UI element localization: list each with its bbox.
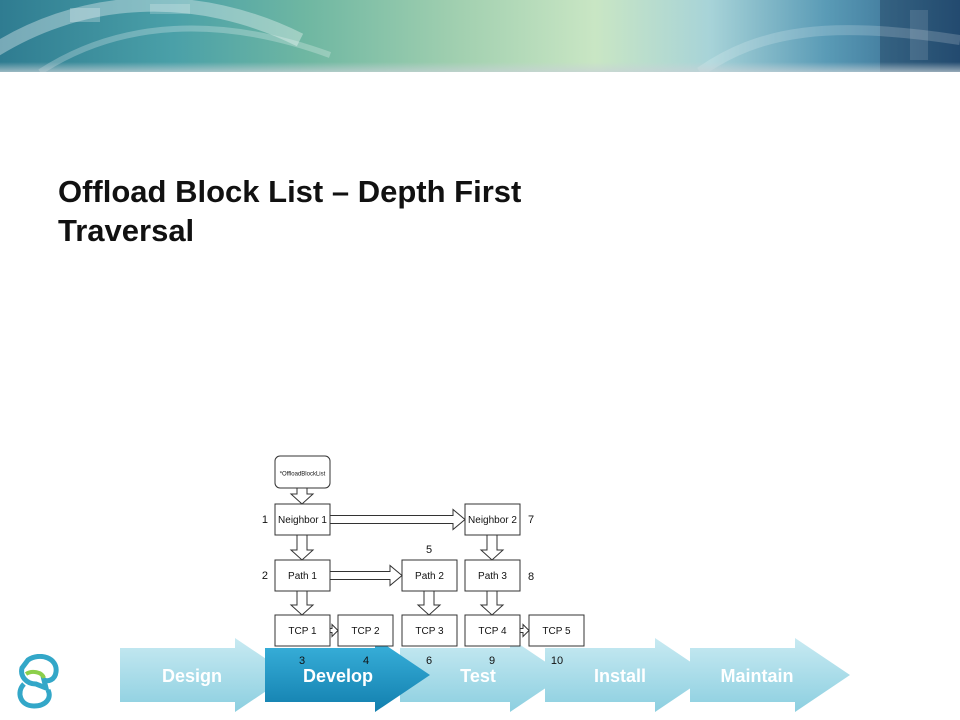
down-arrow: [479, 534, 505, 561]
step-label-s9: 9: [489, 655, 495, 667]
banner-shadow: [0, 62, 960, 72]
root-node-label: *OffloadBlockList: [280, 472, 326, 478]
tcp-5-node-label: TCP 5: [542, 626, 571, 637]
step-label-s8: 8: [528, 571, 534, 583]
right-arrow: [329, 508, 466, 531]
process-step-design: Design: [120, 638, 290, 712]
tcp-5-node: TCP 5: [528, 614, 585, 647]
process-step-install: Install: [545, 638, 710, 712]
right-arrow: [329, 564, 403, 587]
down-arrow: [289, 487, 315, 505]
process-step-label: Design: [162, 666, 222, 686]
tcp-3-node-box: [401, 614, 458, 647]
slide-title-line-2: Traversal: [58, 213, 195, 248]
slide-title-line-1: Offload Block List – Depth First: [58, 174, 522, 209]
neighbor-1-node-label: Neighbor 1: [278, 515, 327, 526]
header-banner: [0, 0, 960, 72]
path-1-node-label: Path 1: [288, 571, 317, 582]
root-node: *OffloadBlockList: [274, 455, 331, 489]
process-step-label: Develop: [303, 666, 373, 686]
step-label-s3: 3: [299, 655, 305, 667]
tcp-3-node-label: TCP 3: [415, 626, 444, 637]
path-2-node: Path 2: [401, 559, 458, 592]
tcp-1-node-label: TCP 1: [288, 626, 317, 637]
tcp-1-node: TCP 1: [274, 614, 331, 647]
right-arrow: [519, 623, 530, 638]
step-label-s6: 6: [426, 655, 432, 667]
tcp-2-node-box: [337, 614, 394, 647]
down-arrow: [289, 590, 315, 616]
process-step-label: Install: [594, 666, 646, 686]
process-step-maintain: Maintain: [690, 638, 850, 712]
down-arrow: [289, 534, 315, 561]
path-2-node-box: [401, 559, 458, 592]
path-3-node-label: Path 3: [478, 571, 507, 582]
tcp-4-node-label: TCP 4: [478, 626, 507, 637]
path-1-node: Path 1: [274, 559, 331, 592]
tcp-2-node: TCP 2: [337, 614, 394, 647]
right-arrow: [329, 623, 339, 638]
process-step-test: Test: [400, 638, 565, 712]
path-2-node-label: Path 2: [415, 571, 444, 582]
path-1-node-box: [274, 559, 331, 592]
banner-decoration: [0, 0, 960, 72]
tcp-4-node: TCP 4: [464, 614, 521, 647]
tcp-2-node-label: TCP 2: [351, 626, 380, 637]
neighbor-2-node-box: [464, 503, 521, 536]
step-label-s10: 10: [551, 655, 563, 667]
down-arrow: [479, 590, 505, 616]
path-3-node: Path 3: [464, 559, 521, 592]
step-label-s2: 2: [262, 570, 268, 582]
neighbor-1-node-box: [274, 503, 331, 536]
neighbor-2-node: Neighbor 2: [464, 503, 521, 536]
down-arrow: [416, 590, 442, 616]
tcp-3-node: TCP 3: [401, 614, 458, 647]
developer-logo-icon: [17, 654, 59, 709]
process-step-label: Test: [460, 666, 496, 686]
neighbor-1-node: Neighbor 1: [274, 503, 331, 536]
step-label-s4: 4: [363, 655, 369, 667]
process-step-develop: Develop: [265, 638, 430, 712]
step-label-s7: 7: [528, 514, 534, 526]
step-label-s5: 5: [426, 544, 432, 556]
process-step-label: Maintain: [720, 666, 793, 686]
slide-title: Offload Block List – Depth First Travers…: [58, 172, 618, 250]
tcp-5-node-box: [528, 614, 585, 647]
step-label-s1: 1: [262, 514, 268, 526]
neighbor-2-node-label: Neighbor 2: [468, 515, 517, 526]
